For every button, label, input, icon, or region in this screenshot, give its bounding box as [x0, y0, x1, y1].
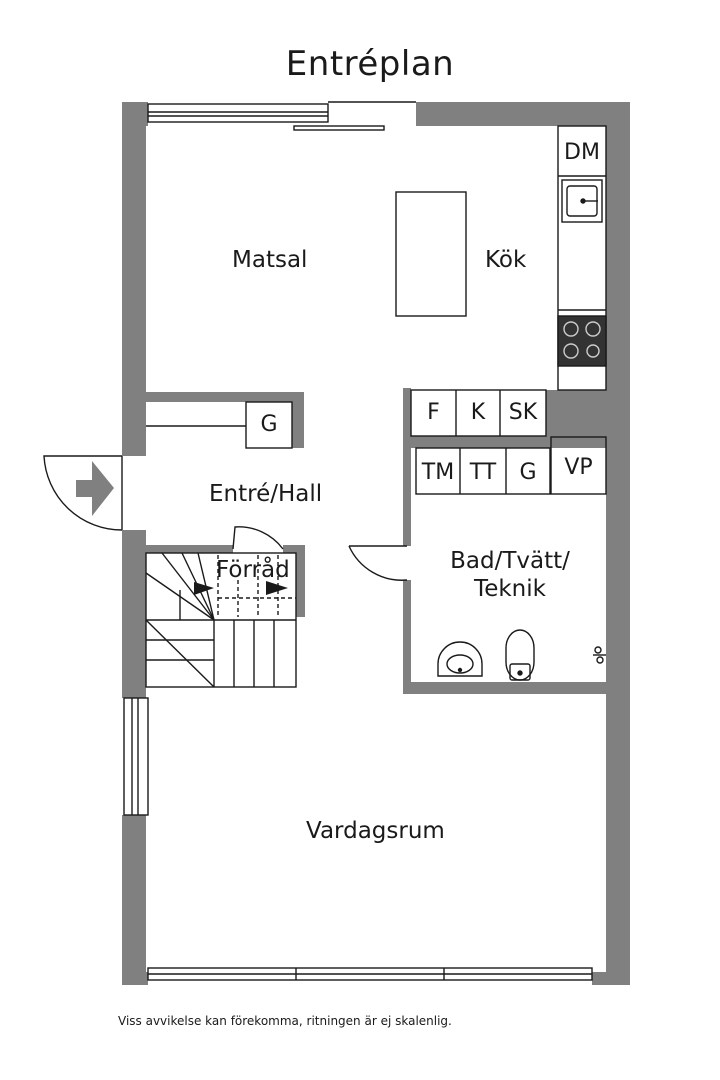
interior-wall-bath-left-lower: [403, 580, 411, 694]
fixture-label-g-hall: G: [260, 412, 278, 437]
left-window: [123, 697, 149, 816]
outer-wall-right: [606, 102, 630, 985]
outer-wall-left-middle: [122, 530, 146, 698]
fixture-label-f: F: [427, 400, 440, 425]
interior-wall-hall-top: [146, 392, 304, 402]
closet-g: [245, 401, 293, 449]
entrance-door: [43, 455, 123, 531]
fixture-label-g-bad: G: [519, 460, 537, 485]
stair-arrow-icon: [194, 582, 214, 595]
cabinet-row-fksk: [410, 389, 547, 437]
bathroom-door: [348, 545, 408, 581]
interior-wall-stair-top: [141, 545, 233, 553]
storage-door: [232, 526, 284, 550]
interior-wall-bath-top: [403, 436, 606, 448]
bottom-window: [147, 967, 593, 981]
outer-wall-top-left: [122, 102, 148, 126]
room-label-forrad: Förråd: [216, 557, 290, 583]
tap-icon: [593, 646, 606, 664]
plan-title: Entréplan: [285, 44, 455, 84]
stove-icon: [557, 315, 607, 367]
bath-cabinet-row: [415, 436, 607, 495]
fixture-label-sk: SK: [508, 400, 538, 425]
entrance-arrow-icon: [76, 461, 114, 516]
interior-wall-bath-left-upper: [403, 388, 411, 546]
room-label-kok: Kök: [485, 247, 527, 273]
top-window: [147, 103, 329, 123]
outer-wall-left-upper: [122, 102, 146, 456]
interior-wall-forrad-right: [296, 545, 305, 617]
toilet-icon: [505, 629, 535, 681]
disclaimer-text: Viss avvikelse kan förekomma, ritningen …: [118, 1014, 452, 1028]
room-label-matsal: Matsal: [232, 247, 308, 273]
sink-icon: [561, 179, 603, 223]
outer-wall-bottom-right: [592, 972, 630, 985]
interior-wall-g-closet: [292, 392, 304, 448]
walls: [122, 102, 630, 985]
outer-wall-left-lower: [122, 815, 146, 985]
fixture-label-tm: TM: [421, 460, 455, 485]
stair-arrow-icon: [266, 581, 288, 595]
room-label-vardagsrum: Vardagsrum: [306, 818, 445, 844]
fixture-label-vp: VP: [564, 455, 593, 480]
fixture-label-dm: DM: [564, 140, 600, 165]
interior-wall-block: [546, 390, 606, 436]
interior-wall-bath-bottom: [403, 682, 606, 694]
washbasin-icon: [437, 641, 483, 677]
room-label-bad: Bad/Tvätt/ Teknik: [450, 548, 570, 602]
outer-wall-bottom-left: [122, 972, 148, 985]
kitchen-island: [395, 191, 467, 317]
outer-wall-top-right: [416, 102, 630, 126]
room-label-entre: Entré/Hall: [209, 481, 323, 507]
fixture-label-tt: TT: [469, 460, 497, 485]
sliding-door: [293, 101, 416, 131]
interior-wall-forrad-top: [283, 545, 305, 553]
fixture-label-k: K: [470, 400, 486, 425]
kitchen-counter: [557, 125, 607, 391]
